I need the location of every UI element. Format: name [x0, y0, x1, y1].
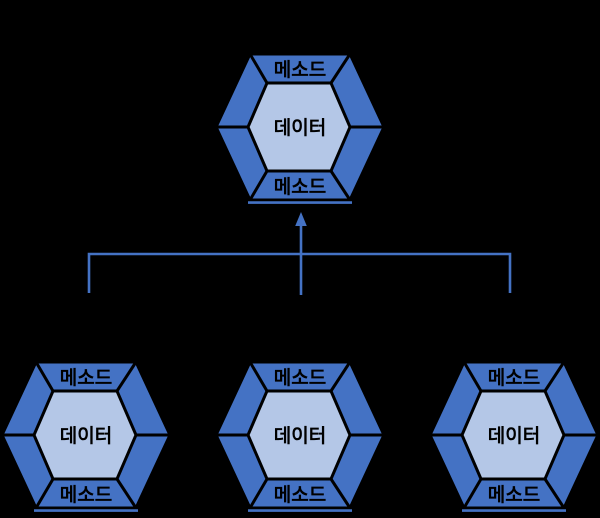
connector-arrowhead-up-icon	[295, 212, 307, 226]
method-label-top: 메소드	[60, 367, 112, 389]
connector-group	[87, 212, 512, 295]
connector-elbow-line	[87, 252, 512, 293]
hexagon-object-child-left: 메소드 데이터 메소드	[0, 360, 172, 513]
method-label-top: 메소드	[488, 367, 540, 389]
data-label: 데이터	[274, 117, 326, 139]
method-label-bottom: 메소드	[274, 484, 326, 506]
data-label: 데이터	[488, 425, 540, 447]
data-label: 데이터	[274, 425, 326, 447]
method-label-bottom: 메소드	[60, 484, 112, 506]
hexagon-object-child-middle: 메소드 데이터 메소드	[214, 360, 386, 513]
method-label-top: 메소드	[274, 367, 326, 389]
data-label: 데이터	[60, 425, 112, 447]
method-label-top: 메소드	[274, 59, 326, 81]
method-label-bottom: 메소드	[274, 176, 326, 198]
hexagon-object-parent: 메소드 데이터 메소드	[214, 52, 386, 205]
hexagon-object-child-right: 메소드 데이터 메소드	[428, 360, 600, 513]
method-label-bottom: 메소드	[488, 484, 540, 506]
